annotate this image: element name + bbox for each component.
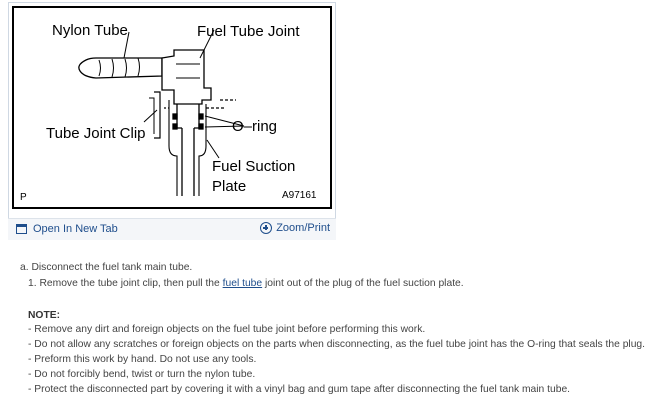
zoom-label: Zoom/Print (276, 222, 330, 234)
note-item: - Remove any dirt and foreign objects on… (28, 324, 426, 335)
open-tab-label: Open In New Tab (33, 223, 118, 235)
label-tube-joint-clip: Tube Joint Clip (46, 125, 146, 142)
step-1: 1. Remove the tube joint clip, then pull… (28, 278, 464, 289)
note-item: - Preform this work by hand. Do not use … (28, 354, 257, 365)
label-corner-letter: P (20, 192, 27, 203)
zoom-plus-icon (260, 222, 273, 234)
label-fuel-suction-plate-2: Plate (212, 178, 247, 195)
label-fuel-suction-plate-1: Fuel Suction (212, 158, 296, 175)
open-tab-icon (16, 224, 27, 234)
fuel-tube-link[interactable]: fuel tube (222, 278, 263, 289)
note-item: - Protect the disconnected part by cover… (28, 384, 571, 395)
note-item: - Do not allow any scratches or foreign … (28, 339, 646, 350)
note-item: - Do not forcibly bend, twist or turn th… (28, 369, 256, 380)
step-1-post: joint out of the plug of the fuel suctio… (262, 278, 464, 289)
diagram-drawing (78, 29, 245, 196)
label-nylon-tube: Nylon Tube (52, 22, 128, 39)
step-a: a. Disconnect the fuel tank main tube. (20, 262, 193, 273)
figure-footer: Open In New Tab Zoom/Print (8, 218, 336, 240)
note-title: NOTE: (28, 310, 61, 321)
step-1-pre: 1. Remove the tube joint clip, then pull… (28, 278, 223, 289)
label-figure-code: A97161 (282, 190, 317, 201)
fuel-tube-diagram: Nylon Tube Fuel Tube Joint Tube Joint Cl… (12, 6, 332, 209)
open-in-new-tab-link[interactable]: Open In New Tab (16, 223, 118, 235)
label-o-ring: O–ring (232, 118, 278, 135)
label-fuel-tube-joint: Fuel Tube Joint (197, 23, 300, 40)
zoom-print-link[interactable]: Zoom/Print (260, 222, 330, 234)
